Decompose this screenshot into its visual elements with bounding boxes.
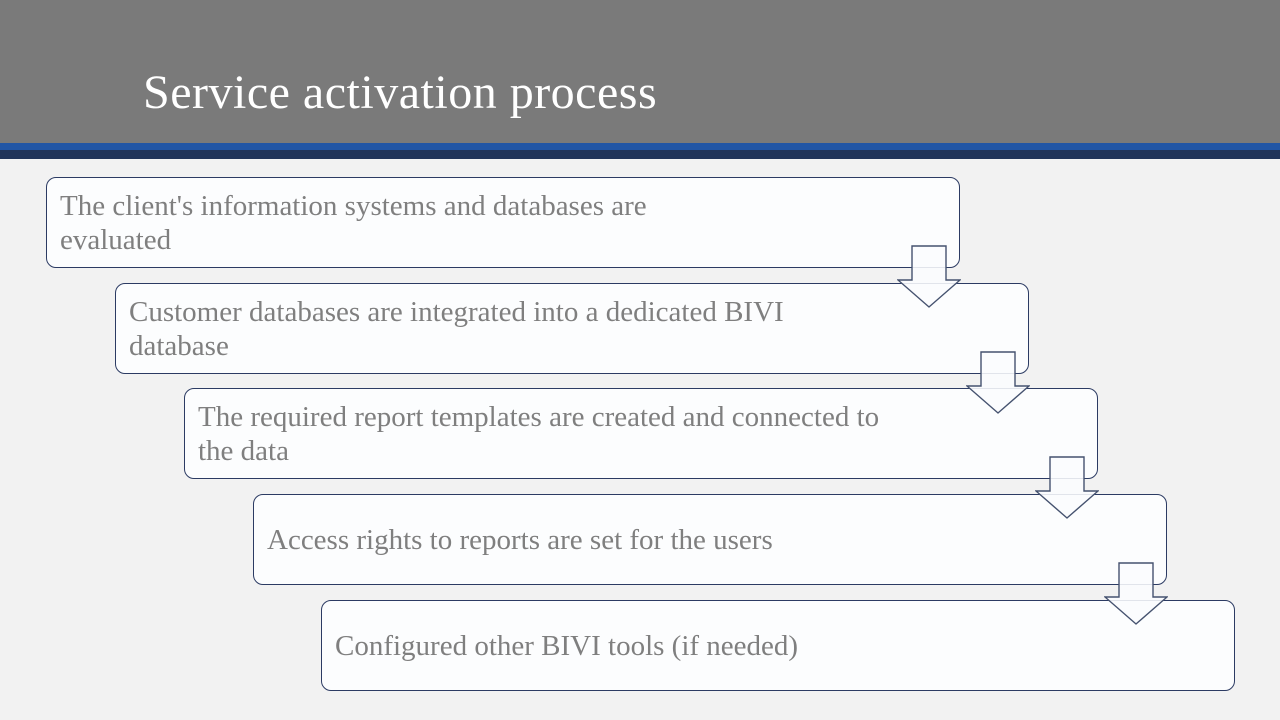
- accent-stripe-navy: [0, 150, 1280, 159]
- title-bar: [0, 0, 1280, 143]
- step-label-1: The client's information systems and dat…: [60, 189, 647, 256]
- slide-title: Service activation process: [143, 66, 658, 119]
- step-label-5: Configured other BIVI tools (if needed): [335, 629, 799, 662]
- down-arrow-icon: [897, 245, 961, 308]
- down-arrow-icon: [1104, 562, 1168, 625]
- step-box-1: The client's information systems and dat…: [46, 177, 960, 268]
- accent-stripe-blue: [0, 143, 1280, 150]
- step-label-4: Access rights to reports are set for the…: [267, 523, 773, 556]
- step-box-2: Customer databases are integrated into a…: [115, 283, 1029, 374]
- down-arrow-icon: [966, 351, 1030, 414]
- down-arrow-icon: [1035, 456, 1099, 519]
- step-box-5: Configured other BIVI tools (if needed): [321, 600, 1235, 691]
- step-box-3: The required report templates are create…: [184, 388, 1098, 479]
- step-label-2: Customer databases are integrated into a…: [129, 295, 784, 362]
- step-label-3: The required report templates are create…: [198, 400, 880, 467]
- step-box-4: Access rights to reports are set for the…: [253, 494, 1167, 585]
